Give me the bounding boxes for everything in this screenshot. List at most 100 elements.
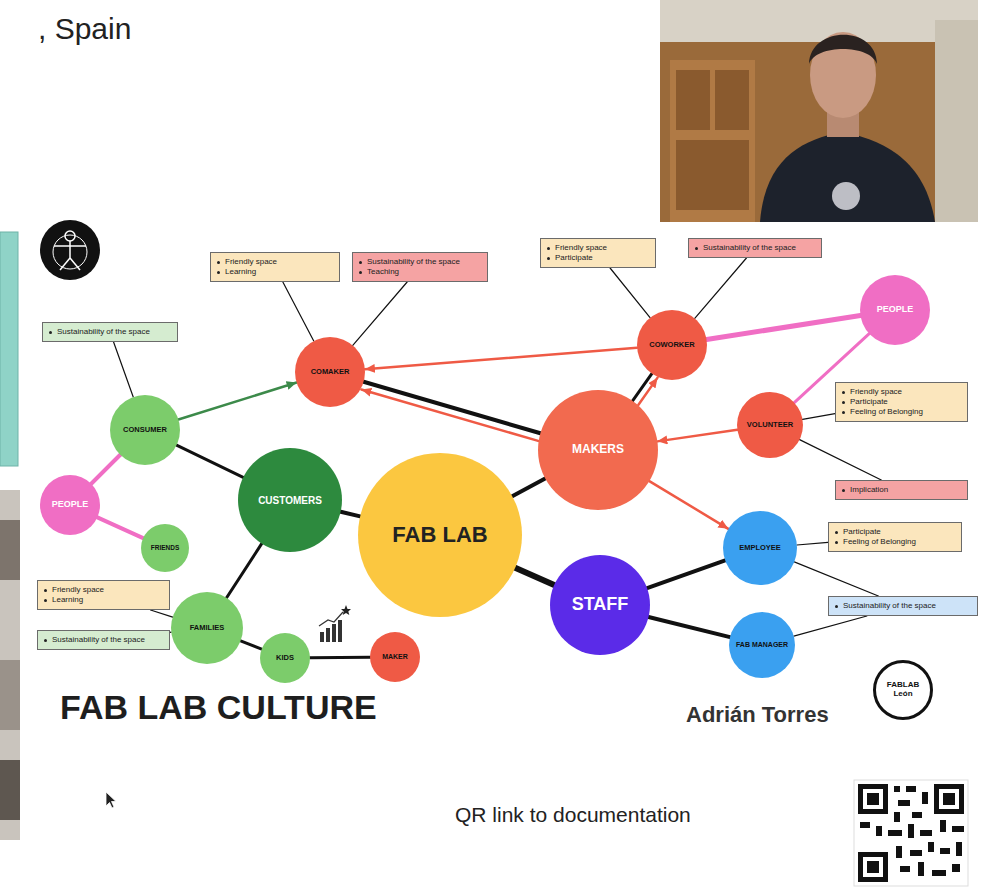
node-text: EMPLOYEE	[739, 544, 781, 552]
connector	[364, 382, 541, 433]
circle-label: STAFF	[572, 595, 629, 615]
circle-label: FAB LAB	[392, 523, 487, 547]
bullet-row: Learning	[44, 595, 163, 605]
bullet-dot	[44, 639, 47, 642]
connector	[695, 258, 747, 318]
connector	[283, 282, 314, 341]
fab-logo	[40, 220, 100, 280]
connector	[310, 656, 370, 660]
circle-node: FAB LAB	[358, 453, 522, 617]
circle-node: CUSTOMERS	[238, 448, 342, 552]
node-text: PEOPLE	[877, 305, 914, 315]
connector	[647, 560, 725, 588]
bullet-row: Sustainability of the space	[44, 635, 163, 645]
note-box: Sustainability of the spaceTeaching	[352, 252, 488, 282]
bullet-dot	[547, 257, 550, 260]
webcam-feed	[660, 0, 978, 222]
bullet-row: Sustainability of the space	[359, 257, 481, 267]
note-text: Implication	[850, 485, 888, 495]
note-box: Sustainability of the space	[828, 596, 978, 616]
bullet-dot	[835, 605, 838, 608]
note-box: Implication	[835, 480, 968, 500]
connector	[633, 374, 652, 401]
circle-node: PEOPLE	[40, 475, 100, 535]
circle-label: FRIENDS	[151, 544, 180, 551]
note-text: Sustainability of the space	[843, 601, 936, 611]
connector	[178, 382, 296, 419]
connector	[803, 414, 835, 420]
note-text: Feeling of Belonging	[843, 537, 916, 547]
bullet-row: Participate	[547, 253, 649, 263]
connector	[649, 617, 730, 637]
circle-node: PEOPLE	[860, 275, 930, 345]
diagram-heading: FAB LAB CULTURE	[60, 688, 377, 727]
bullet-dot	[835, 531, 838, 534]
circle-label: VOLUNTEER	[747, 421, 793, 429]
bullet-dot	[44, 589, 47, 592]
connector	[97, 517, 143, 538]
circle-node: COMAKER	[295, 337, 365, 407]
connector	[151, 610, 173, 617]
connector	[610, 268, 650, 318]
connector	[365, 348, 637, 369]
note-text: Feeling of Belonging	[850, 407, 923, 417]
node-text: STAFF	[572, 595, 629, 615]
circle-label: CONSUMER	[123, 426, 167, 434]
circle-node: KIDS	[260, 633, 310, 683]
node-text: COMAKER	[311, 368, 350, 376]
note-box: Sustainability of the space	[37, 630, 170, 650]
bullet-dot	[44, 599, 47, 602]
circle-node: MAKER	[370, 632, 420, 682]
node-text: CUSTOMERS	[258, 495, 322, 506]
bullet-row: Participate	[835, 527, 955, 537]
circle-label: MAKER	[382, 653, 408, 661]
connector	[353, 282, 407, 345]
side-panels	[0, 232, 20, 840]
connector	[241, 641, 262, 649]
circle-node: COWORKER	[637, 310, 707, 380]
note-text: Learning	[225, 267, 256, 277]
note-text: Participate	[843, 527, 881, 537]
bullet-dot	[695, 247, 698, 250]
bullet-row: Sustainability of the space	[49, 327, 171, 337]
connector	[114, 342, 134, 397]
node-text: CONSUMER	[123, 426, 167, 434]
circle-node: EMPLOYEE	[723, 511, 797, 585]
qr-code	[854, 780, 968, 886]
circle-label: FAMILIES	[190, 624, 225, 632]
node-text: VOLUNTEER	[747, 421, 793, 429]
bullet-dot	[49, 331, 52, 334]
node-text: COWORKER	[649, 341, 694, 349]
bullet-row: Learning	[217, 267, 333, 277]
node-text: MAKER	[382, 653, 408, 661]
growth-icon	[319, 605, 351, 642]
bullet-row: Sustainability of the space	[695, 243, 815, 253]
bullet-dot	[217, 271, 220, 274]
bullet-dot	[217, 261, 220, 264]
connector	[512, 478, 545, 496]
connector	[794, 616, 867, 636]
bullet-dot	[842, 401, 845, 404]
bullet-dot	[359, 271, 362, 274]
note-text: Participate	[555, 253, 593, 263]
circle-label: COWORKER	[649, 341, 694, 349]
circle-label: CUSTOMERS	[258, 495, 322, 506]
connector	[91, 455, 120, 484]
note-text: Sustainability of the space	[57, 327, 150, 337]
circle-node: STAFF	[550, 555, 650, 655]
circle-node: FAB MANAGER	[729, 612, 795, 678]
bullet-row: Participate	[842, 397, 961, 407]
connector	[515, 568, 554, 585]
note-box: Friendly spaceLearning	[37, 580, 170, 610]
note-text: Sustainability of the space	[367, 257, 460, 267]
note-text: Friendly space	[225, 257, 277, 267]
bullet-row: Feeling of Belonging	[842, 407, 961, 417]
circle-label: MAKERS	[572, 443, 624, 456]
bullet-dot	[842, 391, 845, 394]
circle-label: EMPLOYEE	[739, 544, 781, 552]
bullet-row: Friendly space	[217, 257, 333, 267]
bullet-row: Friendly space	[44, 585, 163, 595]
node-text: MAKERS	[572, 443, 624, 456]
bullet-row: Feeling of Belonging	[835, 537, 955, 547]
